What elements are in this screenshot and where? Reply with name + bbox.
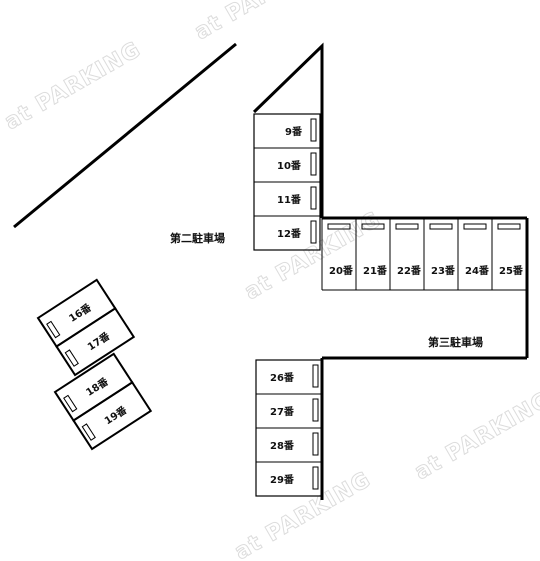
wheel-stop xyxy=(327,223,351,230)
third-lot-column: 26番 27番 28番 29番 xyxy=(255,359,323,497)
space-23-label: 23番 xyxy=(431,264,456,277)
space-16-label: 16番 xyxy=(66,300,94,324)
watermark-bottom: at PARKING xyxy=(231,467,376,561)
triangle-area xyxy=(252,42,324,114)
wheel-stop xyxy=(312,432,319,456)
space-10-label: 10番 xyxy=(277,159,302,172)
watermark-top-left: at PARKING xyxy=(1,37,146,135)
wheel-stop xyxy=(64,349,79,367)
wheel-stop xyxy=(395,223,419,230)
wheel-stop xyxy=(81,423,96,441)
angled-lot-lower: 18番 19番 xyxy=(53,352,153,451)
space-21-label: 21番 xyxy=(363,264,388,277)
wheel-stop xyxy=(312,364,319,388)
space-9-label: 9番 xyxy=(285,125,303,138)
wheel-stop xyxy=(310,186,317,210)
space-22-label: 22番 xyxy=(397,264,422,277)
wheel-stop xyxy=(310,220,317,244)
space-24-label: 24番 xyxy=(465,264,490,277)
wheel-stop xyxy=(46,320,61,339)
watermark-top-right: at PARKING xyxy=(191,0,336,45)
wheel-stop xyxy=(361,223,385,230)
wheel-stop xyxy=(429,223,453,230)
space-18-label: 18番 xyxy=(83,374,111,398)
second-lot-label: 第二駐車場 xyxy=(170,231,225,245)
watermark-right: at PARKING xyxy=(411,387,540,485)
wheel-stop xyxy=(463,223,487,230)
space-12-label: 12番 xyxy=(277,227,302,240)
space-20-label: 20番 xyxy=(329,264,354,277)
third-lot-row: 20番 21番 22番 23番 24番 25番 xyxy=(321,216,529,358)
wheel-stop xyxy=(63,394,78,413)
space-17-label: 17番 xyxy=(85,329,113,353)
space-25-label: 25番 xyxy=(499,264,524,277)
second-lot-column: 9番 10番 11番 12番 xyxy=(253,112,324,251)
wheel-stop xyxy=(310,152,317,176)
space-19-label: 19番 xyxy=(102,403,130,427)
road-boundary-line xyxy=(13,42,237,229)
space-28-label: 28番 xyxy=(270,439,295,452)
space-27-label: 27番 xyxy=(270,405,295,418)
wheel-stop xyxy=(312,466,319,490)
space-26-label: 26番 xyxy=(270,371,295,384)
wheel-stop xyxy=(497,223,521,230)
space-29-label: 29番 xyxy=(270,473,295,486)
angled-lot-upper: 16番 17番 xyxy=(36,278,136,377)
wheel-stop xyxy=(312,398,319,422)
space-11-label: 11番 xyxy=(277,193,302,206)
wheel-stop xyxy=(310,118,317,142)
third-lot-label: 第三駐車場 xyxy=(428,335,483,349)
